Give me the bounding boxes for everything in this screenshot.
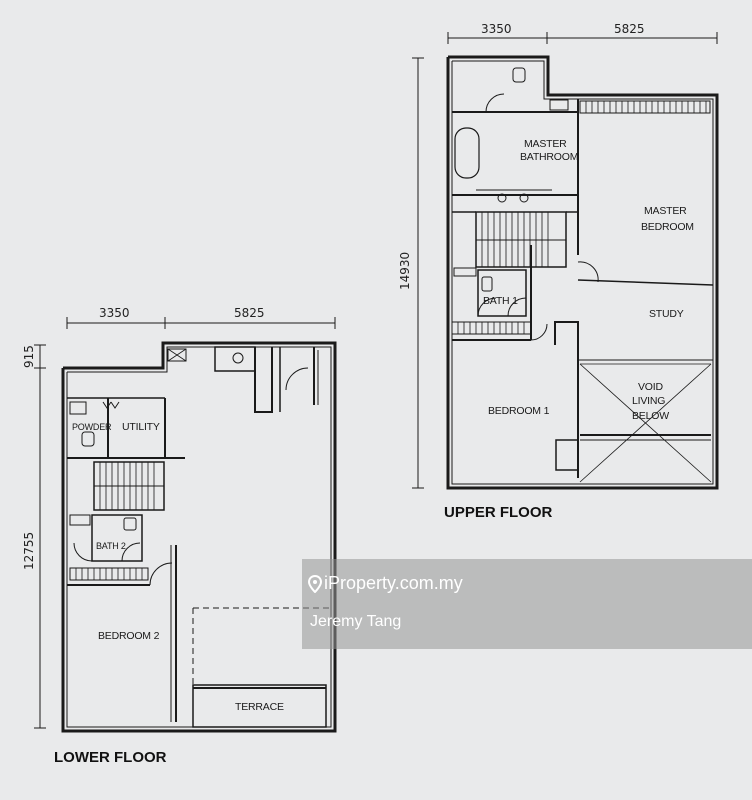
lower-floor-plan <box>34 317 337 733</box>
bath-1-label: BATH 1 <box>483 295 518 307</box>
master-bathroom-label-line1: MASTER <box>524 138 567 150</box>
lower-offset: 915 <box>22 345 36 368</box>
watermark-brand: iProperty.com.my <box>307 573 463 594</box>
upper-width-right: 5825 <box>614 22 645 36</box>
watermark-brand-text: iProperty.com.my <box>324 573 463 593</box>
watermark-agent-name: Jeremy Tang <box>310 613 402 630</box>
void-label-line3: BELOW <box>632 410 669 422</box>
watermark-banner: iProperty.com.my Jeremy Tang <box>302 559 752 649</box>
lower-floor-labels: 3350 5825 915 12755 POWDER UTILITY BATH … <box>22 306 284 766</box>
lower-width-right: 5825 <box>234 306 265 320</box>
location-pin-icon <box>307 574 323 593</box>
lower-width-left: 3350 <box>99 306 130 320</box>
lower-depth: 12755 <box>22 532 36 570</box>
bedroom-1-label: BEDROOM 1 <box>488 405 550 417</box>
master-bedroom-label-line2: BEDROOM <box>641 221 694 233</box>
master-bedroom-label-line1: MASTER <box>644 205 687 217</box>
upper-floor-labels: 3350 5825 14930 MASTER BATHROOM MASTER B… <box>398 22 694 521</box>
master-bathroom-label-line2: BATHROOM <box>520 151 578 163</box>
upper-width-left: 3350 <box>481 22 512 36</box>
bedroom-2-label: BEDROOM 2 <box>98 630 160 642</box>
utility-label: UTILITY <box>122 421 160 433</box>
terrace-label: TERRACE <box>235 701 284 713</box>
bath-2-label: BATH 2 <box>96 541 126 551</box>
void-label-line2: LIVING <box>632 395 665 407</box>
upper-depth: 14930 <box>398 252 412 290</box>
study-label: STUDY <box>649 308 684 320</box>
lower-floor-title: LOWER FLOOR <box>54 749 167 766</box>
void-label-line1: VOID <box>638 381 663 393</box>
upper-floor-title: UPPER FLOOR <box>444 504 553 521</box>
powder-label: POWDER <box>72 422 112 432</box>
upper-floor-plan <box>412 32 719 490</box>
